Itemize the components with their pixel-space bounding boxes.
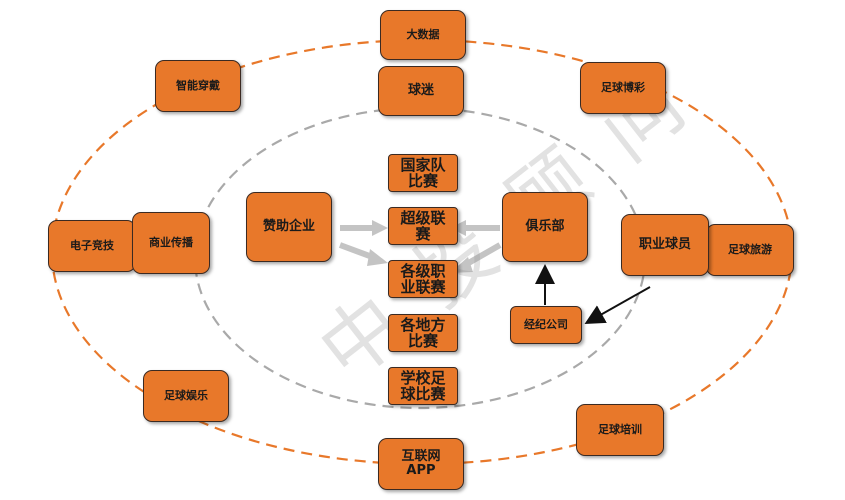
node-football-tourism: 足球旅游 xyxy=(706,224,794,276)
competition-label: 国家队 比赛 xyxy=(400,155,446,190)
competition-super-league: 超级联 赛 xyxy=(388,207,458,245)
node-label: 职业球员 xyxy=(638,236,691,252)
player-to-agency-arrow xyxy=(584,286,651,324)
node-label: 电子竞技 xyxy=(70,238,114,252)
node-label: 俱乐部 xyxy=(525,218,565,234)
node-label: 足球娱乐 xyxy=(164,388,208,402)
node-label: 大数据 xyxy=(406,27,440,41)
sponsor-arrows xyxy=(338,220,388,266)
node-smart-wearables: 智能穿戴 xyxy=(155,60,241,112)
node-football-entertainment: 足球娱乐 xyxy=(143,370,229,422)
node-esports: 电子竞技 xyxy=(48,220,136,272)
node-label: 足球博彩 xyxy=(601,80,645,94)
node-big-data: 大数据 xyxy=(380,10,466,60)
node-professional-players: 职业球员 xyxy=(621,214,709,276)
node-commercial-broadcast: 商业传播 xyxy=(132,212,210,274)
node-label: 赞助企业 xyxy=(262,218,315,234)
node-label: 足球旅游 xyxy=(728,242,772,256)
node-label: 互联网 APP xyxy=(401,448,441,478)
node-sponsors: 赞助企业 xyxy=(246,192,332,262)
node-label: 智能穿戴 xyxy=(176,78,220,92)
competition-school: 学校足 球比赛 xyxy=(388,367,458,405)
competition-label: 各级职 业联赛 xyxy=(400,261,446,296)
node-label: 商业传播 xyxy=(149,235,193,249)
competition-label: 各地方 比赛 xyxy=(400,315,446,350)
node-club: 俱乐部 xyxy=(502,192,588,262)
node-football-training: 足球培训 xyxy=(576,404,664,456)
node-fans: 球迷 xyxy=(378,66,464,116)
competition-local: 各地方 比赛 xyxy=(388,314,458,352)
competition-label: 超级联 赛 xyxy=(400,208,446,243)
competition-label: 学校足 球比赛 xyxy=(400,368,446,403)
node-label: 球迷 xyxy=(407,82,434,98)
node-internet-app: 互联网 APP xyxy=(378,438,464,490)
competition-national-team: 国家队 比赛 xyxy=(388,154,458,192)
node-label: 经纪公司 xyxy=(524,317,568,331)
node-label: 足球培训 xyxy=(598,422,642,436)
node-football-lottery: 足球博彩 xyxy=(580,62,666,114)
competition-pro-leagues: 各级职 业联赛 xyxy=(388,260,458,298)
node-agency: 经纪公司 xyxy=(510,306,582,344)
